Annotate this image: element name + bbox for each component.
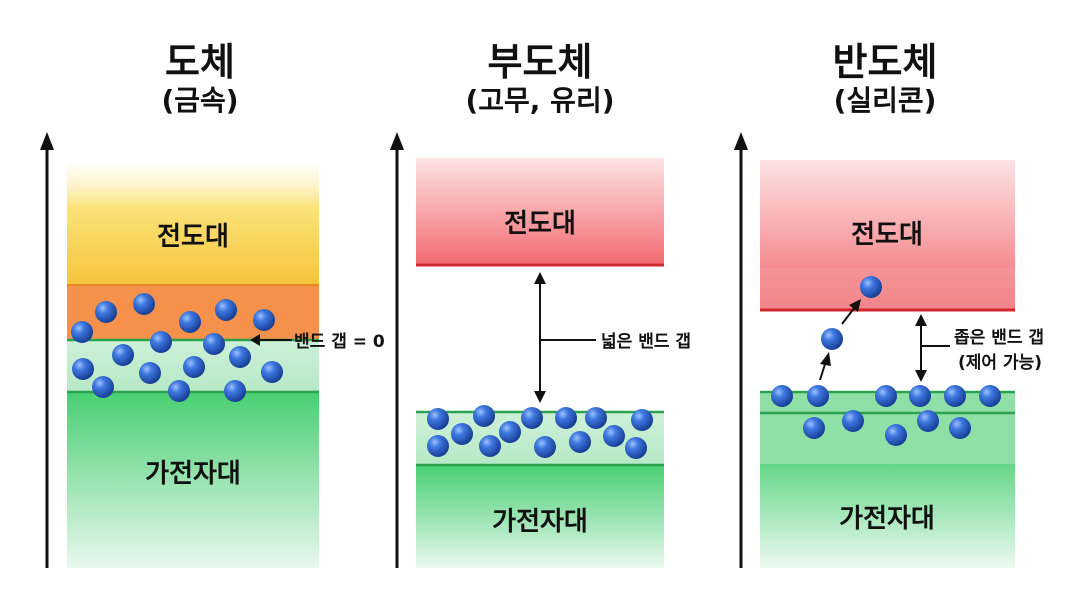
electron [842,410,864,432]
electron [949,417,971,439]
electron [625,437,647,459]
electron [112,344,134,366]
electron [168,380,190,402]
semiconductor-title-block: 반도체 (실리콘) [765,40,1005,118]
energy-axis-2 [390,132,404,568]
insulator-conduction-band [416,158,664,265]
electron [569,431,591,453]
semiconductor-title: 반도체 [832,40,938,84]
metal-conduction-band [67,165,319,285]
semiconductor-subtitle: (실리콘) [833,84,937,117]
electron [944,385,966,407]
electron [427,408,449,430]
electron [95,301,117,323]
insulator-title-block: 부도체 (고무, 유리) [420,40,660,118]
electron [92,376,114,398]
electron [479,435,501,457]
electron [909,385,931,407]
electron [215,299,237,321]
electron [979,385,1001,407]
electron [229,346,251,368]
electron [253,309,275,331]
electron [803,417,825,439]
excitation-arrows [819,299,861,381]
electron [585,407,607,429]
energy-axis-1 [40,132,54,568]
insulator-valence-band [416,465,664,568]
insulator-panel: 전도대 가전자대 넓은 밴드 갭 [416,158,691,568]
semiconductor-gap-label-line1: 좁은 밴드 갭 [954,328,1044,348]
electron [807,385,829,407]
electron [555,407,577,429]
electron [499,421,521,443]
semiconductor-electrons [771,276,1001,446]
metal-gap-arrow [250,334,292,346]
semiconductor-gap-arrow [915,314,950,382]
electron [133,293,155,315]
metal-subtitle: (금속) [161,84,239,117]
metal-title: 도체 [165,40,235,84]
semiconductor-valence-band [760,464,1015,568]
electron [183,356,205,378]
electron [139,362,161,384]
metal-electrons [71,293,283,402]
electron [451,423,473,445]
insulator-valence-label: 가전자대 [492,507,588,537]
semiconductor-gap-label-line2: (제어 가능) [958,353,1042,373]
electron [821,328,843,350]
semiconductor-panel: 전도대 가전자대 [760,160,1044,568]
metal-conduction-label: 전도대 [157,222,229,252]
electron [71,321,93,343]
electron [534,436,556,458]
metal-title-block: 도체 (금속) [80,40,320,118]
semiconductor-valence-label: 가전자대 [839,504,935,534]
electron [72,358,94,380]
electron [150,331,172,353]
electron [261,361,283,383]
electron [179,311,201,333]
electron [203,333,225,355]
insulator-electrons [427,405,653,459]
electron [917,410,939,432]
electron [885,424,907,446]
electron [631,409,653,431]
electron [427,435,449,457]
insulator-gap-arrow [534,272,596,403]
insulator-conduction-label: 전도대 [504,209,576,239]
metal-gap-label: 밴드 갭 = 0 [294,332,385,352]
energy-axis-3 [734,132,748,568]
insulator-subtitle: (고무, 유리) [465,84,615,117]
insulator-title: 부도체 [487,40,593,84]
electron [521,407,543,429]
metal-panel: 전도대 가전자대 밴드 갭 = 0 [67,165,385,568]
semiconductor-conduction-label: 전도대 [851,220,923,250]
electron [875,385,897,407]
electron [224,380,246,402]
electron [860,276,882,298]
metal-valence-label: 가전자대 [145,459,241,489]
insulator-gap-label: 넓은 밴드 갭 [601,332,691,352]
electron [771,385,793,407]
electron [603,425,625,447]
electron [473,405,495,427]
metal-valence-band [67,392,319,568]
